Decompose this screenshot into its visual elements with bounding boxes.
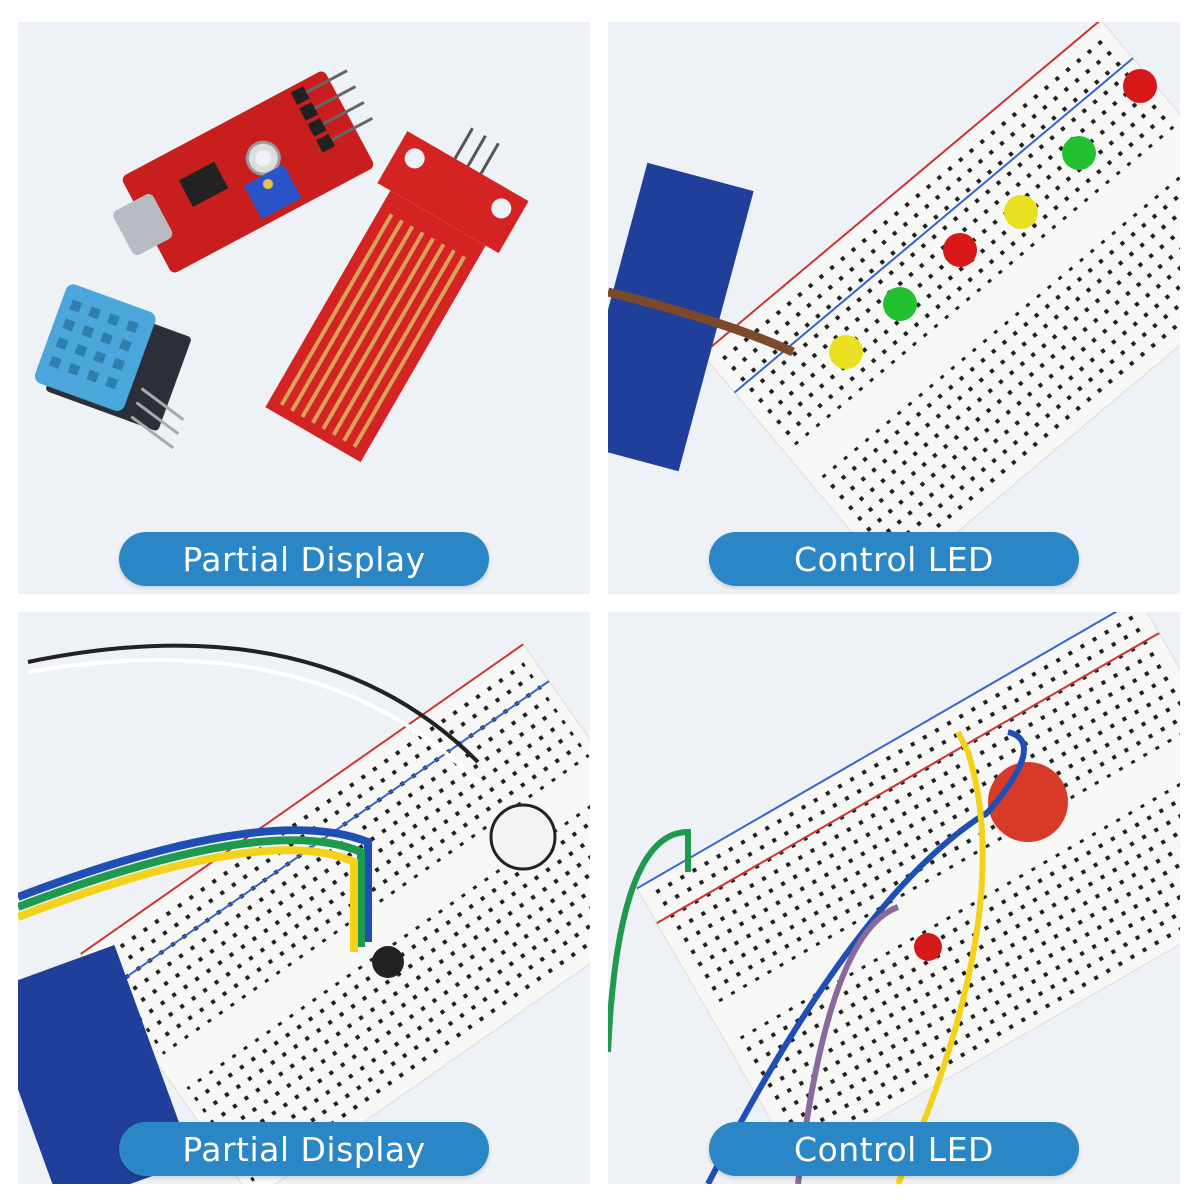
panel-buzzer-breadboard: Partial Display — [18, 612, 590, 1184]
buzzer — [489, 803, 557, 871]
sensor-modules-photo — [34, 69, 529, 463]
white-wire — [27, 658, 480, 784]
red-led — [914, 933, 942, 961]
buzzer-breadboard-photo — [18, 643, 590, 1184]
jumper-wire — [608, 287, 795, 357]
arduino-board — [608, 162, 754, 472]
led-row — [829, 69, 1157, 369]
dht11-module — [34, 284, 191, 450]
water-level-sensor — [265, 127, 529, 463]
caption-pill: Partial Display — [119, 532, 489, 586]
ir-sensor — [372, 946, 404, 978]
panel-sensor-modules: Partial Display — [18, 22, 590, 594]
panel-led-breadboard: Control LED — [608, 22, 1180, 594]
caption-pill: Control LED — [709, 532, 1079, 586]
button-breadboard-photo — [608, 612, 1180, 1184]
caption-pill: Control LED — [709, 1122, 1079, 1176]
sound-sensor-module — [113, 69, 374, 273]
black-wire — [27, 643, 480, 764]
panel-button-breadboard: Control LED — [608, 612, 1180, 1184]
led-breadboard-photo — [608, 22, 1180, 585]
caption-pill: Partial Display — [119, 1122, 489, 1176]
